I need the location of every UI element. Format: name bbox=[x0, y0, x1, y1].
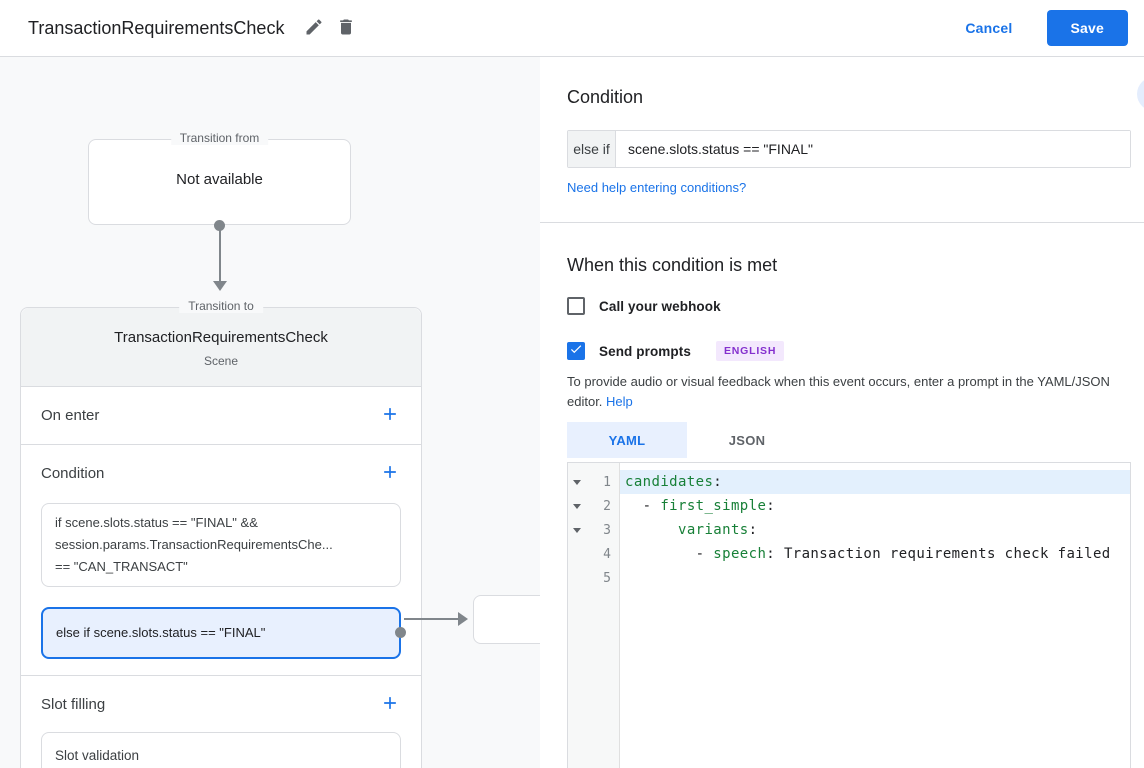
line-number: 3 bbox=[603, 522, 611, 538]
code-line: - first_simple: bbox=[625, 498, 776, 514]
scene-card-header: TransactionRequirementsCheck Scene bbox=[21, 308, 421, 387]
prompt-hint-text: To provide audio or visual feedback when… bbox=[567, 374, 1110, 409]
code-line: variants: bbox=[677, 522, 758, 538]
code-line-active: candidates: bbox=[620, 470, 1130, 494]
on-enter-label: On enter bbox=[41, 407, 100, 424]
editor-tabs: YAML JSON bbox=[567, 422, 1144, 458]
slot-filling-label: Slot filling bbox=[41, 695, 106, 713]
transition-from-legend: Transition from bbox=[170, 131, 269, 145]
plus-icon bbox=[380, 404, 400, 427]
connector-line-horizontal bbox=[404, 618, 460, 620]
add-slot-button[interactable] bbox=[373, 687, 407, 721]
condition-expression-group: else if bbox=[567, 130, 1131, 168]
condition-expression-input[interactable] bbox=[616, 131, 1130, 167]
slot-item-label: Slot validation bbox=[55, 748, 140, 763]
send-prompts-label: Send prompts bbox=[599, 343, 691, 359]
connector-arrowhead-right bbox=[458, 612, 468, 626]
condition-label: Condition bbox=[41, 464, 105, 482]
fold-spacer bbox=[573, 576, 581, 581]
scene-card: Transition to TransactionRequirementsChe… bbox=[20, 299, 422, 768]
slot-item-validation[interactable]: Slot validation bbox=[41, 732, 401, 768]
scene-diagram-canvas: Transition from Not available Transition… bbox=[0, 57, 540, 768]
condition-detail-panel: Condition else if Need help entering con… bbox=[540, 57, 1144, 768]
editor-gutter: 1 2 3 4 5 bbox=[568, 463, 620, 768]
webhook-row: Call your webhook bbox=[567, 297, 1144, 315]
add-on-enter-button[interactable] bbox=[373, 399, 407, 433]
fold-triangle-down-icon[interactable] bbox=[573, 527, 581, 533]
connector-line-vertical bbox=[219, 229, 221, 283]
tab-yaml[interactable]: YAML bbox=[567, 422, 687, 458]
yaml-key: candidates bbox=[625, 474, 714, 490]
fold-triangle-down-icon[interactable] bbox=[573, 503, 581, 509]
panel-divider bbox=[540, 222, 1144, 223]
edit-scene-button[interactable] bbox=[298, 12, 330, 44]
yaml-key: first_simple bbox=[660, 498, 767, 514]
trash-icon bbox=[336, 17, 356, 40]
webhook-label: Call your webhook bbox=[599, 298, 721, 314]
panel-title: Condition bbox=[567, 87, 644, 107]
gutter-line: 2 bbox=[568, 494, 619, 518]
gutter-line: 4 bbox=[568, 542, 619, 566]
condition-line: == "CAN_TRANSACT" bbox=[55, 559, 188, 574]
delete-scene-button[interactable] bbox=[330, 12, 362, 44]
cancel-button[interactable]: Cancel bbox=[965, 20, 1013, 36]
scene-card-title: TransactionRequirementsCheck bbox=[114, 329, 328, 346]
gutter-line: 1 bbox=[568, 470, 619, 494]
add-condition-button[interactable] bbox=[373, 456, 407, 490]
language-badge: ENGLISH bbox=[715, 341, 785, 361]
when-met-title: When this condition is met bbox=[567, 255, 778, 275]
code-line: - speech: Transaction requirements check… bbox=[625, 546, 1111, 562]
plus-icon bbox=[380, 693, 400, 716]
yaml-key: speech bbox=[713, 546, 767, 562]
plus-icon bbox=[380, 462, 400, 485]
line-number: 1 bbox=[603, 474, 611, 490]
condition-line: if scene.slots.status == "FINAL" && bbox=[55, 515, 258, 530]
gutter-line: 3 bbox=[568, 518, 619, 542]
transition-to-legend: Transition to bbox=[179, 299, 263, 313]
collapse-panel-button[interactable] bbox=[1137, 77, 1144, 111]
condition-line: session.params.TransactionRequirementsCh… bbox=[55, 537, 333, 552]
page-title: TransactionRequirementsCheck bbox=[28, 17, 285, 38]
condition-line: else if scene.slots.status == "FINAL" bbox=[56, 625, 266, 640]
fold-spacer bbox=[573, 552, 581, 557]
checkmark-icon bbox=[569, 342, 583, 361]
fold-triangle-down-icon[interactable] bbox=[573, 479, 581, 485]
condition-section: Condition if scene.slots.status == "FINA… bbox=[21, 445, 421, 676]
pencil-icon bbox=[304, 17, 324, 40]
line-number: 5 bbox=[603, 570, 611, 586]
gutter-line: 5 bbox=[568, 566, 619, 590]
condition-prefix-label: else if bbox=[568, 131, 616, 167]
on-enter-row: On enter bbox=[21, 387, 421, 445]
condition-item-else-if-selected[interactable]: else if scene.slots.status == "FINAL" bbox=[41, 607, 406, 659]
scene-card-subtitle: Scene bbox=[203, 354, 239, 368]
slot-filling-section: Slot filling Slot validation Transaction… bbox=[21, 676, 421, 768]
code-line bbox=[620, 566, 1130, 590]
slot-filling-head: Slot filling bbox=[21, 676, 421, 732]
save-button[interactable]: Save bbox=[1046, 10, 1128, 46]
line-number: 4 bbox=[603, 546, 611, 562]
transition-from-node[interactable]: Transition from Not available bbox=[88, 131, 351, 225]
condition-item-if[interactable]: if scene.slots.status == "FINAL" && sess… bbox=[41, 503, 401, 587]
tab-json[interactable]: JSON bbox=[687, 422, 807, 458]
connector-out-dot bbox=[395, 627, 406, 638]
send-prompts-row: Send prompts ENGLISH bbox=[567, 341, 1144, 361]
condition-help-link[interactable]: Need help entering conditions? bbox=[567, 180, 747, 195]
yaml-key: variants bbox=[677, 522, 749, 538]
header-bar: TransactionRequirementsCheck Cancel Save bbox=[0, 0, 1144, 57]
yaml-code-editor[interactable]: 1 2 3 4 5 bbox=[567, 462, 1131, 768]
condition-section-head: Condition bbox=[21, 445, 421, 501]
send-prompts-checkbox[interactable] bbox=[567, 342, 585, 360]
connector-dot bbox=[214, 220, 225, 231]
connector-arrowhead-down bbox=[213, 281, 227, 291]
line-number: 2 bbox=[603, 498, 611, 514]
transition-target-node[interactable] bbox=[473, 595, 540, 644]
hint-help-link[interactable]: Help bbox=[606, 394, 633, 409]
webhook-checkbox[interactable] bbox=[567, 297, 585, 315]
editor-code-area[interactable]: candidates: - first_simple: variants: - … bbox=[620, 463, 1130, 768]
transition-from-value: Not available bbox=[176, 170, 263, 188]
